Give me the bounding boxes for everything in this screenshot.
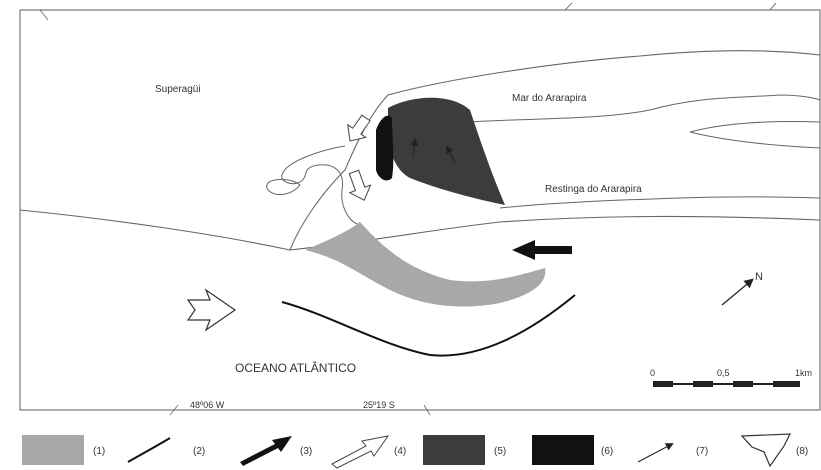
legend-symbol-thin-arrow [637,443,674,463]
scale-label-05: 0,5 [717,368,730,378]
scale-label-0: 0 [650,368,655,378]
legend-symbol-outline-arrow [740,433,791,468]
coastline-superagui [19,50,821,251]
inner-bay [281,145,361,226]
place-label-restinga: Restinga do Ararapira [545,184,642,195]
north-label: N [755,271,763,283]
white-arrow-icon [347,114,371,142]
legend-label: (7) [696,446,708,457]
light-gray-deposit [305,222,546,307]
legend-label: (1) [93,446,105,457]
legend-symbol-black-arrow [240,436,292,466]
restinga-lower-line [499,196,821,209]
legend-label: (3) [300,446,312,457]
legend-label: (4) [394,446,406,457]
thin-arrow-icon [410,138,419,159]
legend: (1) (2) (3) (4) (5) (6) (7) (8) [22,433,808,469]
place-label-oceano: OCEANO ATLÂNTICO [235,360,356,375]
island [689,120,821,149]
scale-bar [653,381,800,387]
coord-latitude: 25º19 S [363,400,395,410]
black-deposit [376,115,394,181]
coord-tick [169,404,431,416]
map-frame [19,9,821,411]
legend-symbol-black [532,435,594,465]
coord-longitude: 48º06 W [190,400,225,410]
frame-tick [39,2,777,21]
black-arrow-icon [512,240,572,260]
place-label-superagui: Superagüi [155,84,201,95]
legend-label: (5) [494,446,506,457]
legend-symbol-white-arrow [331,435,390,469]
outline-arrow-icon [186,288,237,332]
legend-symbol-black-line [127,437,171,463]
thin-arrow-icon [446,145,456,163]
white-arrow-icon [348,169,372,201]
legend-label: (2) [193,446,205,457]
legend-symbol-dark-gray [423,435,485,465]
restinga-upper-line [469,94,821,123]
scale-label-1km: 1km [795,368,812,378]
legend-symbol-light-gray [22,435,84,465]
legend-label: (8) [796,446,808,457]
north-arrow-icon [721,278,754,306]
inner-lobe [266,178,301,196]
legend-label: (6) [601,446,613,457]
place-label-mar-ararapira: Mar do Ararapira [512,93,587,104]
black-line [281,294,576,357]
